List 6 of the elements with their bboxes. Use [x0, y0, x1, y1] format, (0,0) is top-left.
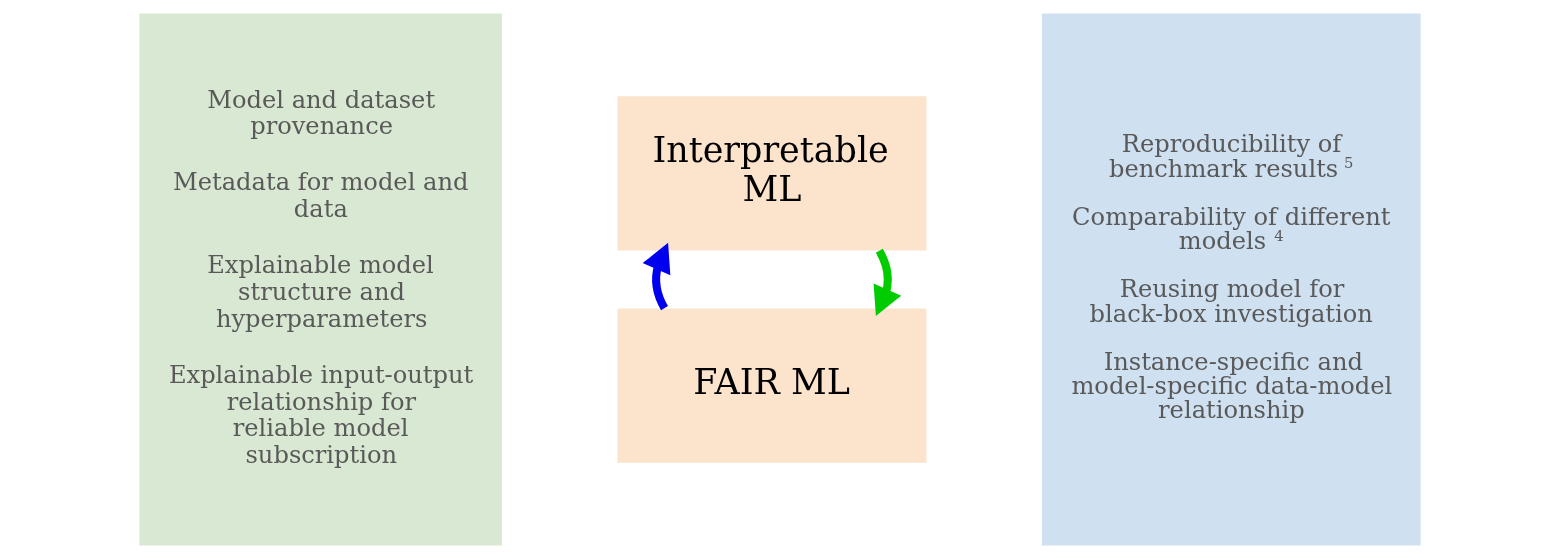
arrow	[642, 242, 671, 311]
node-box: Interpretable ML	[617, 96, 927, 251]
arrow	[873, 248, 902, 317]
node-box: FAIR ML	[617, 308, 927, 463]
node-box: Reproducibility of benchmark results $^{5}$ Comparability of different models $^{4}$ Reusing model for black-box investigation Instance-specific and model-specific data-model relationship	[1041, 13, 1421, 546]
node-box: Model and dataset provenance Metadata for model and data Explainable model structure and hyperparameters Explainable input-output relationship for reliable model subscription	[139, 13, 502, 546]
